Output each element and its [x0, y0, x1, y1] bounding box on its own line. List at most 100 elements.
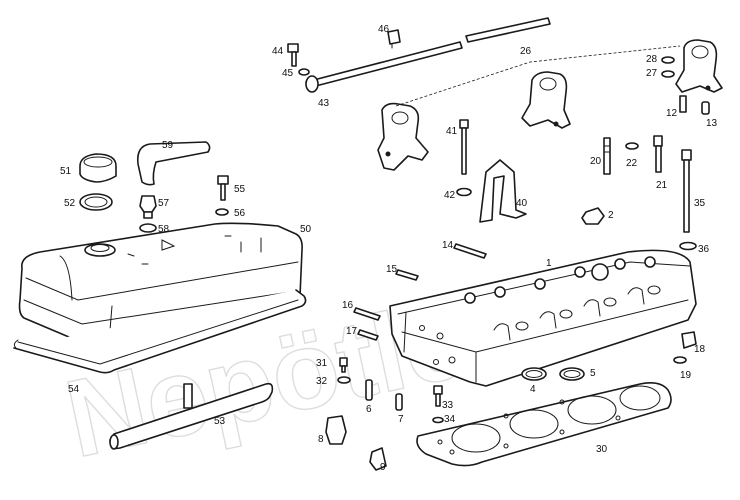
stud-16	[353, 307, 381, 321]
dowel-pin-12	[679, 95, 687, 113]
breather-pipe	[109, 382, 274, 450]
washer-19	[673, 356, 687, 364]
plug-9	[369, 447, 387, 471]
label-9: 9	[380, 462, 386, 473]
plug-8	[325, 415, 347, 445]
washer-45	[298, 68, 310, 76]
label-12: 12	[666, 108, 678, 119]
part-labels: 1 2 4 5 6 7 8 9 12 13 14 15 16 17 18 19 …	[60, 24, 718, 473]
seal-ring-58	[139, 223, 157, 233]
washer-34	[432, 416, 444, 424]
label-21: 21	[656, 180, 668, 191]
head-bolt-41	[459, 119, 469, 175]
washer-28	[661, 56, 675, 64]
valve-seat-ring-4	[521, 367, 547, 381]
label-13: 13	[706, 118, 718, 129]
label-26: 26	[520, 46, 532, 57]
label-51: 51	[60, 166, 72, 177]
label-55: 55	[234, 184, 246, 195]
bushing-13	[701, 101, 710, 115]
cylinder-head	[389, 249, 697, 387]
stud-14	[453, 243, 487, 259]
label-15: 15	[386, 264, 398, 275]
label-8: 8	[318, 434, 324, 445]
label-43: 43	[318, 98, 330, 109]
washer-22	[625, 142, 639, 150]
camshaft-bearings	[464, 256, 656, 304]
oil-pipe-extension	[465, 17, 551, 43]
washer-32	[337, 376, 351, 384]
valve-guide-7	[395, 393, 403, 411]
valve-cover-gasket	[13, 289, 307, 374]
label-28: 28	[646, 54, 658, 65]
banjo-bolt-44	[287, 43, 299, 67]
label-40: 40	[516, 198, 528, 209]
label-42: 42	[444, 190, 456, 201]
label-19: 19	[680, 370, 692, 381]
bearing-bracket-middle	[521, 71, 571, 129]
bolt-31	[339, 357, 348, 373]
label-20: 20	[590, 156, 602, 167]
valve-seat-ring-5	[559, 367, 585, 381]
label-17: 17	[346, 326, 358, 337]
label-16: 16	[342, 300, 354, 311]
valve-seats	[419, 325, 456, 365]
label-46: 46	[378, 24, 390, 35]
label-58: 58	[158, 224, 170, 235]
label-59: 59	[162, 140, 174, 151]
label-2: 2	[608, 210, 614, 221]
washer-42	[456, 187, 472, 197]
label-50: 50	[300, 224, 312, 235]
stud-bolt-55	[217, 175, 229, 201]
head-gasket-30	[416, 382, 672, 467]
intake-ports	[493, 285, 661, 341]
washer-36	[679, 241, 697, 251]
label-22: 22	[626, 158, 638, 169]
bearing-bracket-rear	[675, 39, 723, 93]
label-57: 57	[158, 198, 170, 209]
label-30: 30	[596, 444, 608, 455]
label-4: 4	[530, 384, 536, 395]
label-6: 6	[366, 404, 372, 415]
head-bolt-35	[681, 149, 692, 233]
lifting-bracket-40	[479, 159, 527, 223]
label-45: 45	[282, 68, 294, 79]
label-18: 18	[694, 344, 706, 355]
washer-27	[661, 70, 675, 78]
label-33: 33	[442, 400, 454, 411]
label-54: 54	[68, 384, 80, 395]
label-41: 41	[446, 126, 458, 137]
plug-18	[681, 331, 697, 349]
stud-17	[357, 329, 379, 341]
label-35: 35	[694, 198, 706, 209]
plug-2	[581, 207, 605, 225]
bracket-leader-lines	[395, 45, 681, 107]
bolt-33	[433, 385, 443, 407]
bearing-bracket-front	[377, 102, 429, 171]
label-31: 31	[316, 358, 328, 369]
bracket-46	[387, 29, 401, 49]
label-27: 27	[646, 68, 658, 79]
oil-pipe-43	[305, 41, 463, 93]
label-32: 32	[316, 376, 328, 387]
label-14: 14	[442, 240, 454, 251]
label-53: 53	[214, 416, 226, 427]
label-7: 7	[398, 414, 404, 425]
label-56: 56	[234, 208, 246, 219]
label-5: 5	[590, 368, 596, 379]
label-1: 1	[546, 258, 552, 269]
label-34: 34	[444, 414, 456, 425]
breather-hose	[136, 141, 211, 186]
stud-20	[603, 137, 611, 175]
label-52: 52	[64, 198, 76, 209]
label-36: 36	[698, 244, 710, 255]
stud-15	[395, 269, 419, 281]
oil-filler-cap	[79, 153, 117, 183]
stud-21	[653, 135, 663, 173]
filler-cap-seal	[79, 193, 113, 211]
label-44: 44	[272, 46, 284, 57]
valve-guide-6	[365, 379, 373, 401]
washer-56	[215, 208, 229, 216]
union-nut-57	[139, 195, 157, 219]
